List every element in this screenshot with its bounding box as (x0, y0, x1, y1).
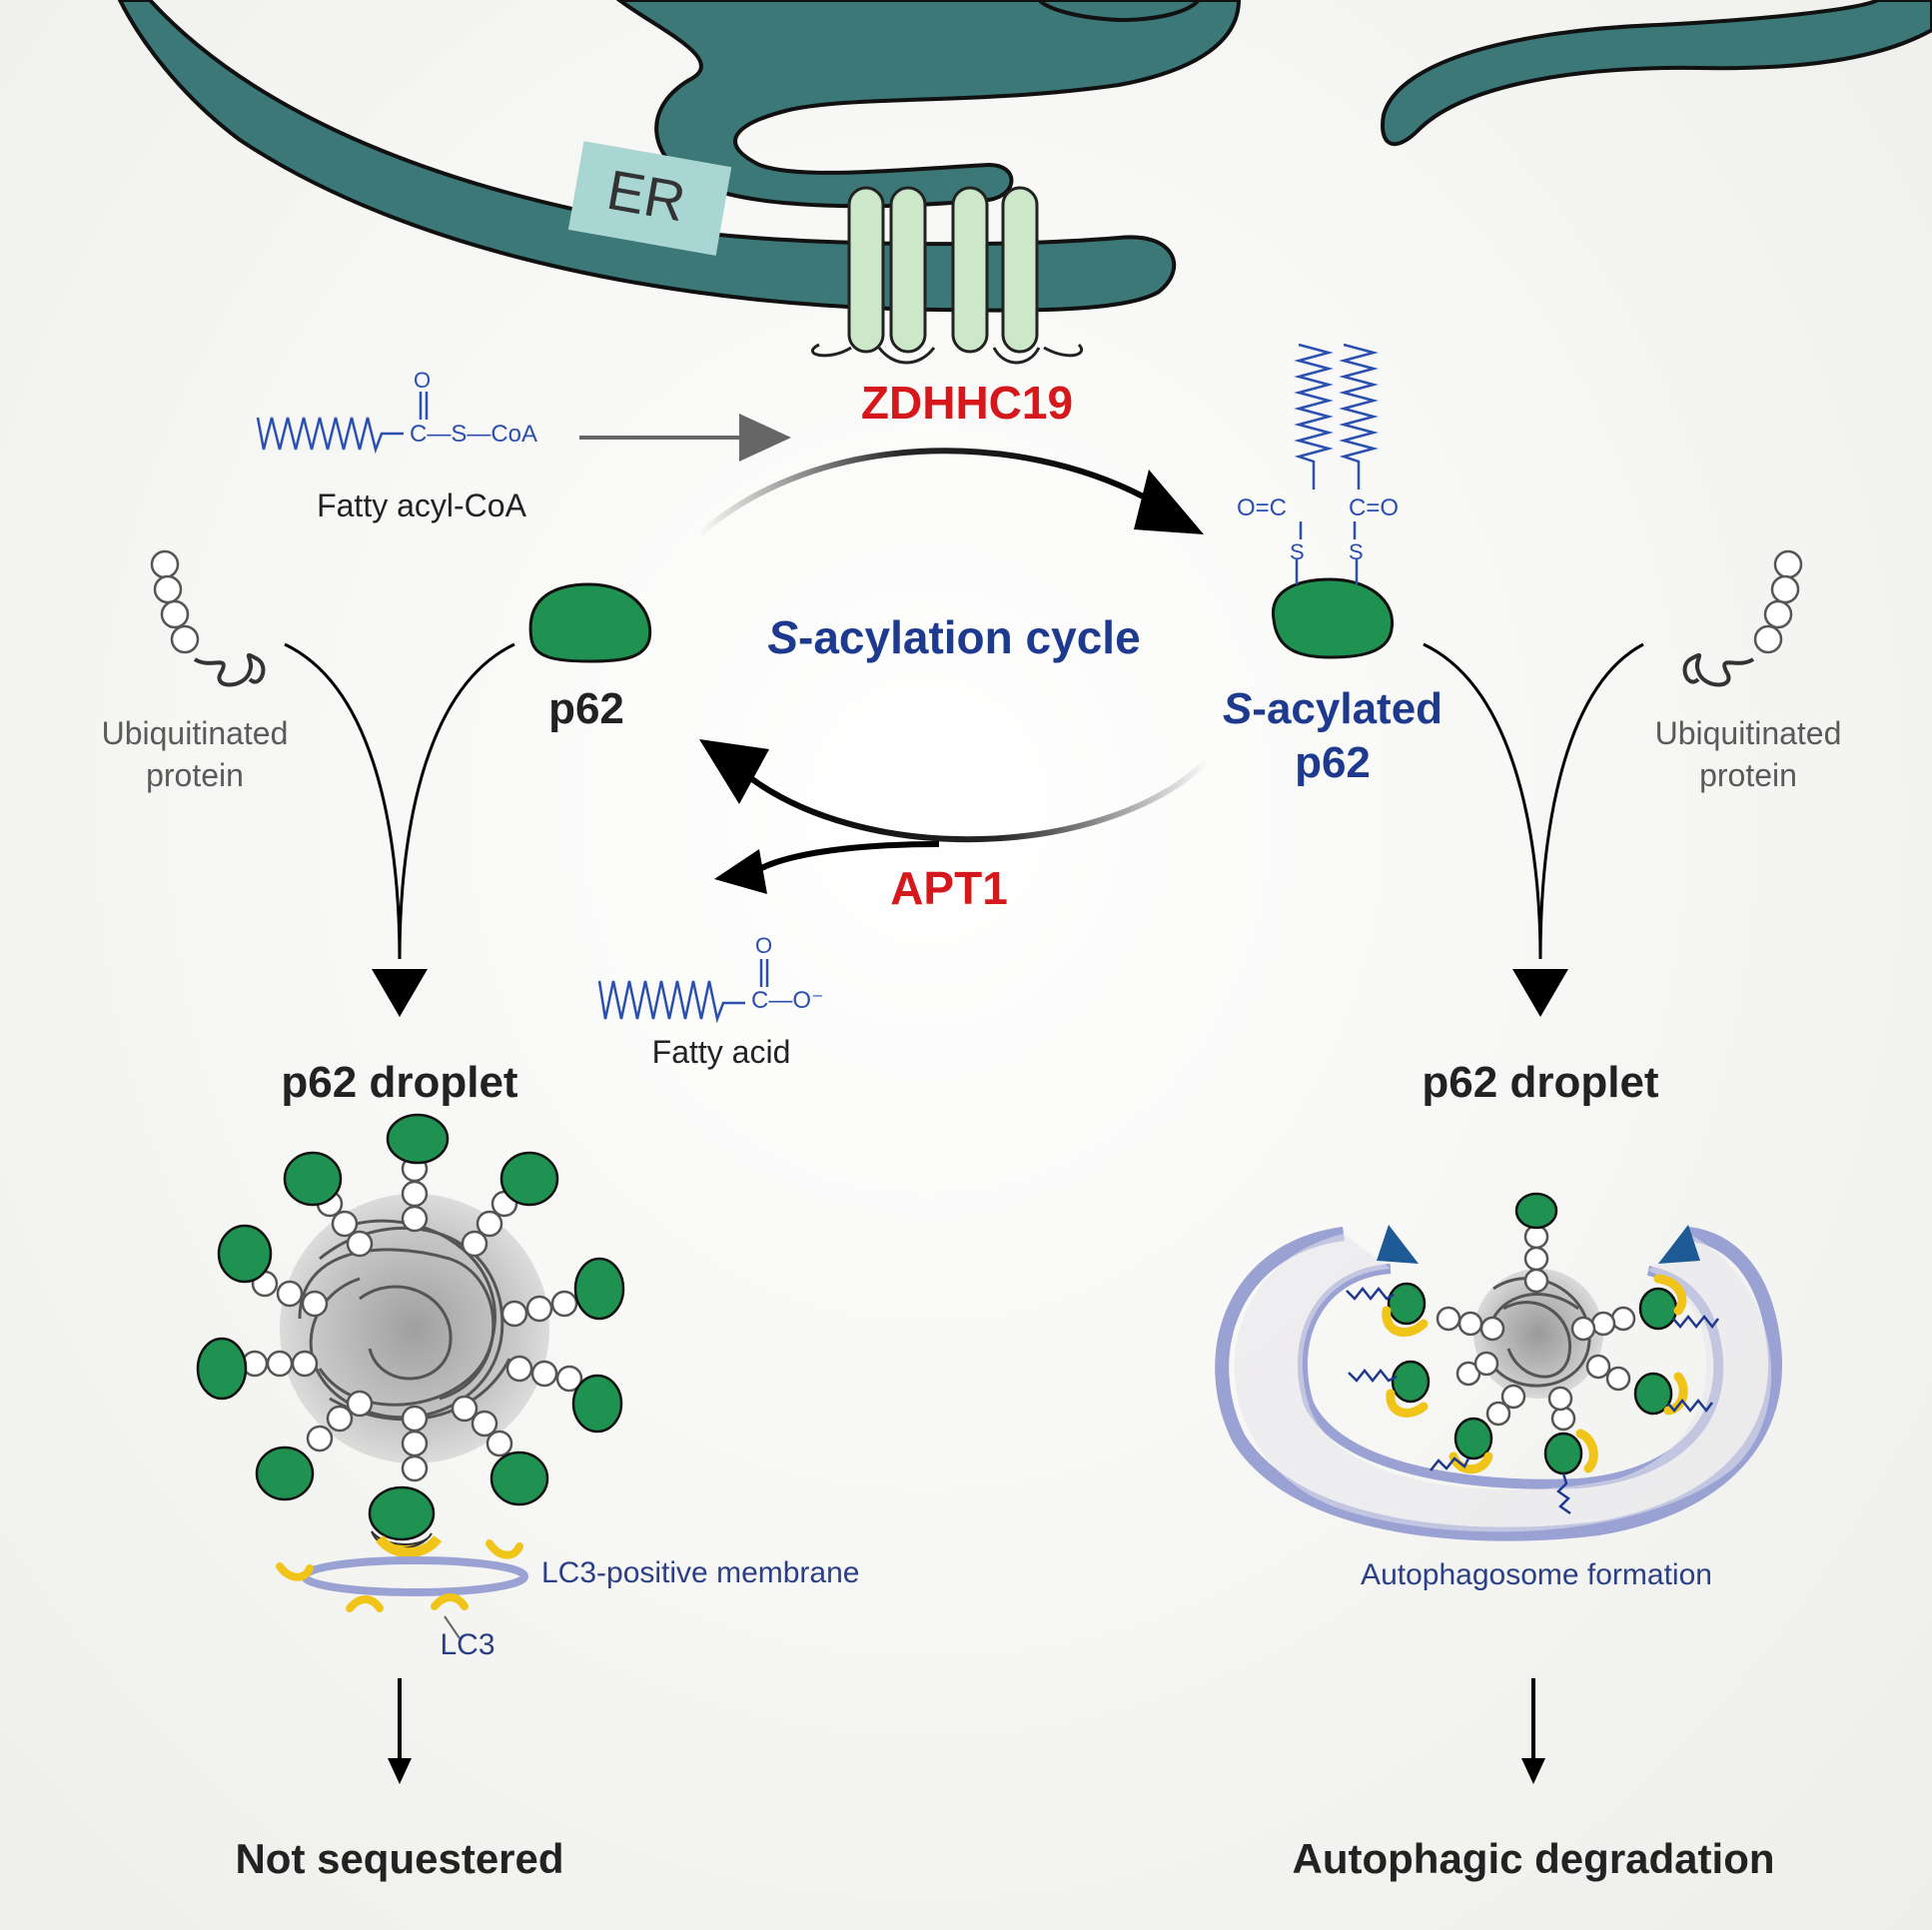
outcome-left: Not sequestered (235, 1835, 564, 1882)
droplet-left-title: p62 droplet (281, 1058, 518, 1107)
lc3-membrane-label: LC3-positive membrane (541, 1556, 860, 1589)
er-label: ER (602, 157, 690, 234)
ubq-left-line1: Ubiquitinated (101, 715, 289, 751)
droplet-p62-monomers (196, 1113, 625, 1541)
ubq-right-line2: protein (1699, 756, 1797, 793)
right-converge-line-b (1538, 642, 1644, 960)
outcome-right: Autophagic degradation (1292, 1835, 1775, 1882)
tm-helix-4 (1001, 186, 1039, 354)
droplet-right-title: p62 droplet (1422, 1058, 1659, 1107)
p62-droplet-left (196, 1113, 625, 1558)
phagophore-lumen (1234, 1234, 1772, 1532)
cycle-label-rest: -acylation cycle (798, 611, 1141, 663)
apt1-label: APT1 (890, 862, 1008, 914)
left-converge-line-a (284, 642, 402, 960)
acylated-rest: -acylated (1252, 684, 1444, 733)
acylated-p62-monomer (1272, 577, 1395, 659)
lc3-proteins (276, 1539, 523, 1612)
tm-helix-3 (951, 186, 989, 354)
autophagosome (1215, 1192, 1782, 1541)
acyl-right-group: C=O (1349, 494, 1400, 521)
left-converge-line-b (398, 642, 515, 960)
acylated-prefix: S (1222, 684, 1253, 733)
deacylation-arc (737, 756, 1212, 843)
ubiquitin-chain-left (150, 549, 266, 687)
fatty-acid-formula: C—O⁻ (751, 987, 824, 1014)
acylation-arrowhead (1134, 470, 1204, 534)
lc3-bound-arc (376, 1534, 443, 1558)
fatty-acid-label: Fatty acid (651, 1034, 791, 1070)
er-label-box (567, 141, 732, 256)
acyl-chains-attached (1294, 343, 1379, 584)
fatty-acid-carbonyl-o: O (755, 933, 773, 958)
tm-helix-1 (847, 186, 885, 354)
acylated-p62-line2: p62 (1295, 738, 1371, 787)
er-sheet-middle (615, 0, 1242, 209)
left-converge-arrowhead (372, 969, 428, 1017)
acyl-coa-carbonyl-o: O (414, 368, 432, 393)
ubiquitinated-protein-right: Ubiquitinated protein (1655, 713, 1842, 796)
lc3-label: LC3 (440, 1628, 495, 1661)
sulfur-right: S (1349, 539, 1364, 564)
acylation-arc (697, 448, 1151, 537)
cycle-label-prefix: S (767, 611, 799, 663)
er-sheet-top (1036, 0, 1202, 23)
deacylation-arrowhead (699, 739, 769, 804)
p62-label: p62 (548, 684, 624, 733)
right-ubiquitin-beads (1436, 1224, 1636, 1432)
lc3-positive-membrane (301, 1556, 528, 1596)
right-converge-line-a (1423, 642, 1542, 960)
outcome-arrow-left-head (388, 1758, 412, 1784)
acyl-coa-formula: C—S—CoA (410, 421, 538, 448)
right-cargo (1473, 1269, 1603, 1399)
right-acyl-anchors (1346, 1286, 1719, 1515)
outcome-arrow-right-head (1521, 1758, 1545, 1784)
phagophore-outer (1215, 1227, 1782, 1541)
acyl-left-group: O=C (1237, 494, 1288, 521)
p62-monomer (528, 582, 652, 663)
sulfur-left: S (1290, 539, 1305, 564)
fatty-acid-arrowhead (714, 849, 767, 894)
fatty-acid-chain (597, 980, 745, 1024)
autophagosome-label: Autophagosome formation (1361, 1558, 1712, 1591)
er-membrane (117, 0, 1932, 313)
fatty-acyl-coa-label: Fatty acyl-CoA (317, 487, 526, 523)
ubiquitinated-protein-left: Ubiquitinated protein (102, 713, 289, 796)
zdhhc19-transmembrane (810, 186, 1083, 365)
cycle-label: S-acylation cycle (767, 614, 1140, 660)
ubq-left-line2: protein (146, 756, 244, 793)
expansion-arrowhead-left (1377, 1225, 1419, 1264)
ubiquitin-chain-right (1682, 549, 1803, 687)
ubq-right-line1: Ubiquitinated (1654, 715, 1842, 751)
acyl-coa-arrowhead (739, 414, 791, 462)
right-converge-arrowhead (1512, 969, 1568, 1017)
tm-helix-2 (889, 186, 927, 354)
zdhhc19-label: ZDHHC19 (860, 377, 1074, 429)
right-p62-monomers (1387, 1192, 1678, 1475)
er-sheet-left (117, 0, 1177, 313)
expansion-arrowhead-right (1658, 1225, 1700, 1264)
fatty-acyl-chain (256, 417, 404, 455)
lc3-pointer (444, 1615, 461, 1639)
er-sheet-right (1381, 0, 1932, 147)
acylated-p62-label: S-acylated (1223, 687, 1443, 731)
fatty-acid-release (757, 841, 940, 872)
